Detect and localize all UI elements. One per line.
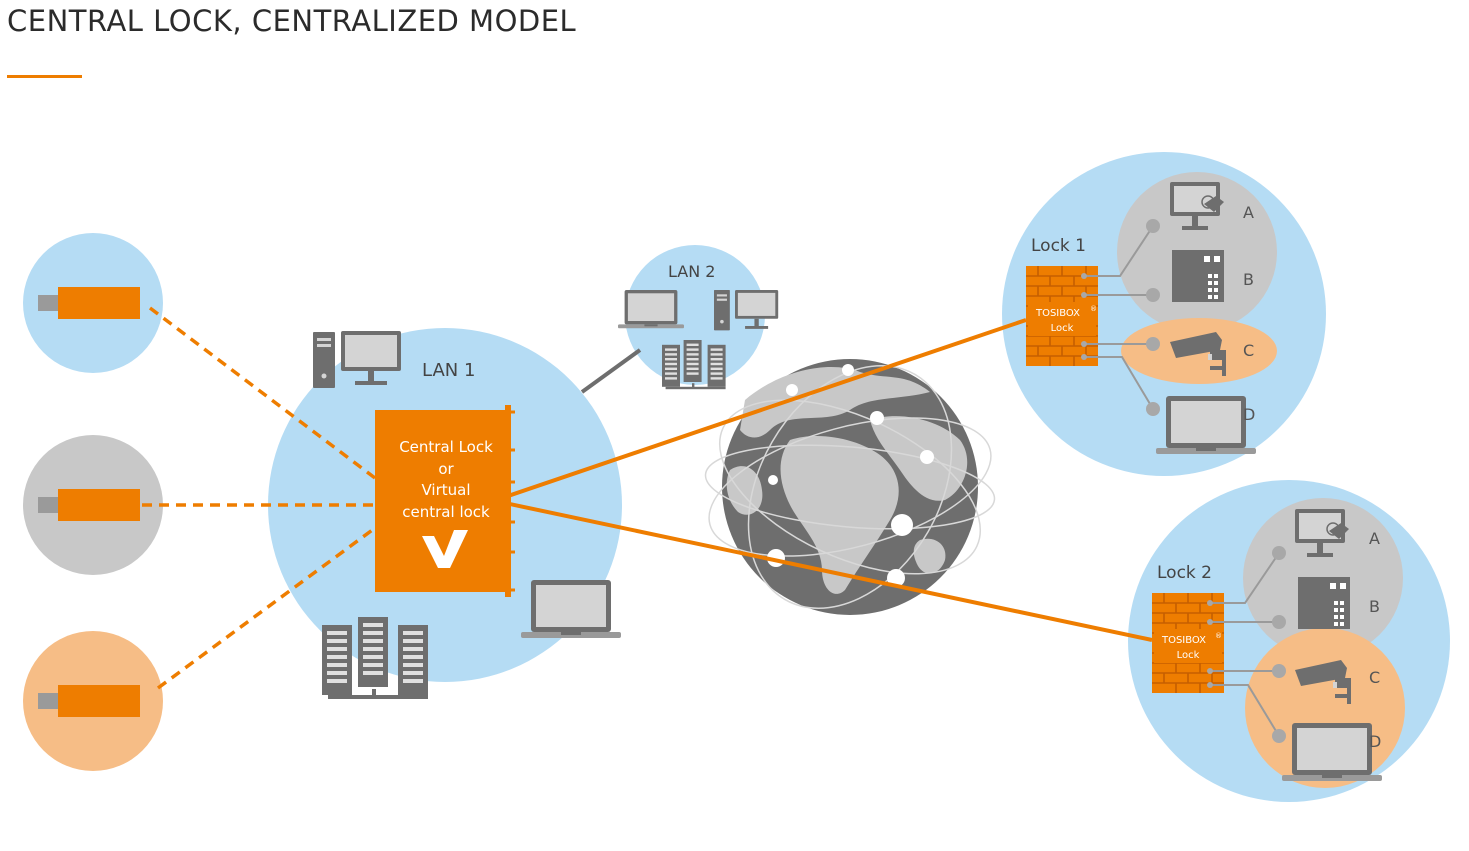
lock1-tosibox-lock[interactable]: TOSIBOX ® Lock bbox=[1025, 265, 1099, 367]
lan2-circle bbox=[625, 245, 765, 385]
laptop-icon bbox=[618, 290, 684, 329]
device-label-d: D bbox=[1243, 405, 1255, 424]
lock2-sub: Lock bbox=[1177, 650, 1200, 661]
laptop-icon bbox=[1282, 723, 1382, 781]
building-icon bbox=[1298, 577, 1350, 629]
desktop-tower-icon bbox=[313, 332, 335, 388]
lock1-brand: TOSIBOX bbox=[1035, 308, 1080, 319]
server-rack-icon bbox=[662, 340, 726, 389]
desktop-tower-icon bbox=[714, 290, 730, 331]
lock2-brand-mark: ® bbox=[1215, 632, 1222, 640]
lock2-brand: TOSIBOX bbox=[1161, 635, 1206, 646]
central-lock-line: central lock bbox=[402, 503, 490, 521]
central-lock-line: Central Lock bbox=[399, 438, 493, 456]
lock2-device-links bbox=[1210, 552, 1280, 737]
server-rack-icon bbox=[322, 617, 428, 699]
laptop-icon bbox=[1156, 396, 1256, 454]
device-label-b: B bbox=[1243, 270, 1254, 289]
lock1-sub: Lock bbox=[1051, 323, 1074, 334]
page-title: CENTRAL LOCK, CENTRALIZED MODEL bbox=[7, 4, 577, 38]
tosibox-logo-icon bbox=[422, 530, 468, 568]
central-lock-line: Virtual bbox=[421, 481, 470, 499]
device-label-b: B bbox=[1369, 597, 1380, 616]
lock1-brand-mark: ® bbox=[1090, 305, 1097, 313]
lock1-device-links bbox=[1084, 225, 1154, 410]
central-lock-line: or bbox=[438, 460, 454, 478]
lock2-tosibox-lock[interactable]: TOSIBOX ® Lock bbox=[1151, 592, 1225, 694]
lan2-label: LAN 2 bbox=[668, 262, 715, 281]
laptop-icon bbox=[521, 580, 621, 638]
device-label-c: C bbox=[1243, 341, 1254, 360]
device-label-a: A bbox=[1243, 203, 1254, 222]
lan1-label: LAN 1 bbox=[422, 360, 475, 381]
lock2-label: Lock 2 bbox=[1157, 563, 1212, 583]
lock1-label: Lock 1 bbox=[1031, 236, 1086, 256]
central-lock[interactable]: Central Lock or Virtual central lock bbox=[375, 405, 515, 597]
globe bbox=[704, 359, 996, 615]
title-underline bbox=[7, 75, 82, 78]
building-icon bbox=[1172, 250, 1224, 302]
device-label-d: D bbox=[1369, 732, 1381, 751]
lock-connections bbox=[504, 318, 1153, 642]
device-label-a: A bbox=[1369, 529, 1380, 548]
device-label-c: C bbox=[1369, 668, 1380, 687]
lan1-lan2-link bbox=[580, 348, 642, 394]
key-connections bbox=[142, 306, 377, 690]
